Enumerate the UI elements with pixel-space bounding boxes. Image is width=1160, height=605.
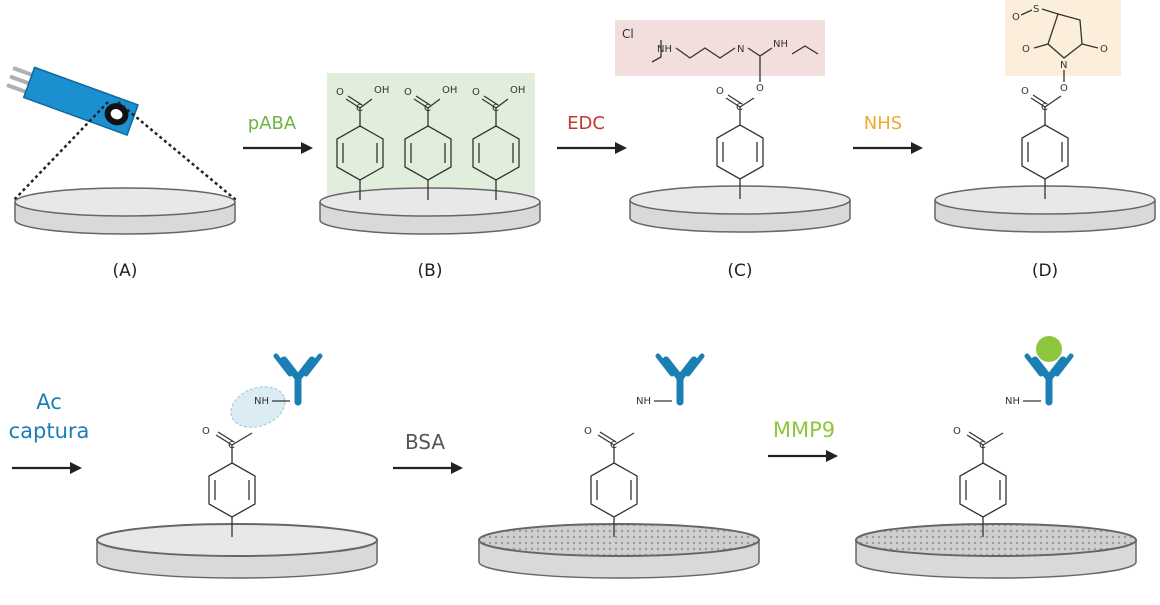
panel-b: O OH C O OH C O OH C (B)	[319, 73, 541, 281]
nh-label: NH	[636, 396, 651, 407]
oxygen-label: O	[1012, 12, 1020, 23]
panel-bsa-blocked: O C NH	[478, 356, 760, 579]
antibody-icon	[1027, 356, 1071, 402]
reagent-mmp9: MMP9	[773, 418, 835, 442]
antibody-icon	[658, 356, 702, 402]
oh-label: OH	[442, 85, 457, 96]
oxygen-label: O	[1060, 83, 1068, 94]
panel-d: O S O O N O O C (D)	[934, 0, 1156, 281]
oxygen-label: O	[953, 426, 961, 437]
carbon-label: C	[492, 103, 499, 114]
step-nhs: NHS	[851, 113, 925, 156]
oxygen-label: O	[404, 87, 412, 98]
reagent-ac-line2: captura	[9, 419, 90, 443]
step-paba: pABA	[241, 113, 315, 156]
reagent-edc: EDC	[567, 113, 605, 134]
oxygen-label: O	[1021, 86, 1029, 97]
nh-label: NH	[1005, 396, 1020, 407]
oxygen-label: O	[1022, 44, 1030, 55]
carbon-label: C	[228, 440, 235, 451]
panel-label-d: (D)	[1032, 261, 1058, 281]
reagent-nhs: NHS	[864, 113, 902, 134]
nh-label: NH	[773, 39, 788, 50]
panel-a: (A)	[6, 66, 237, 281]
panel-label-c: (C)	[727, 261, 752, 281]
step-ac-captura: Ac captura	[9, 390, 90, 476]
panel-label-a: (A)	[113, 261, 138, 281]
oxygen-label: O	[472, 87, 480, 98]
oxygen-label: O	[1100, 44, 1108, 55]
carbon-label: C	[610, 440, 617, 451]
panel-c: Cl NH N NH O O C (C)	[615, 20, 851, 281]
step-mmp9: MMP9	[766, 418, 840, 464]
screen-printed-electrode-icon	[6, 66, 139, 137]
oxygen-label: O	[336, 87, 344, 98]
step-bsa: BSA	[391, 430, 465, 476]
carbon-label: C	[979, 440, 986, 451]
edc-highlight	[615, 20, 825, 76]
sulfur-label: S	[1033, 4, 1039, 15]
reagent-bsa: BSA	[405, 430, 445, 454]
oxygen-label: O	[202, 426, 210, 437]
nitrogen-label: N	[737, 44, 744, 55]
carbon-label: C	[424, 103, 431, 114]
nh-label: NH	[657, 44, 672, 55]
nhs-highlight	[1005, 0, 1121, 76]
nh-label: NH	[254, 396, 269, 407]
oh-label: OH	[374, 85, 389, 96]
reagent-paba: pABA	[248, 113, 297, 134]
step-edc: EDC	[555, 113, 629, 156]
nitrogen-label: N	[1060, 60, 1067, 71]
oxygen-label: O	[584, 426, 592, 437]
oh-label: OH	[510, 85, 525, 96]
panel-antibody-bound: O C NH	[96, 356, 378, 579]
panel-antigen-captured: O C NH	[855, 336, 1137, 579]
carbon-label: C	[736, 102, 743, 113]
oxygen-label: O	[716, 86, 724, 97]
antigen-sphere-icon	[1036, 336, 1062, 362]
oxygen-label: O	[756, 83, 764, 94]
carbon-label: C	[1041, 102, 1048, 113]
chloride-label: Cl	[622, 27, 634, 41]
panel-label-b: (B)	[418, 261, 443, 281]
carbon-label: C	[356, 103, 363, 114]
reagent-ac-line1: Ac	[36, 390, 62, 414]
paba-highlight	[327, 73, 535, 203]
